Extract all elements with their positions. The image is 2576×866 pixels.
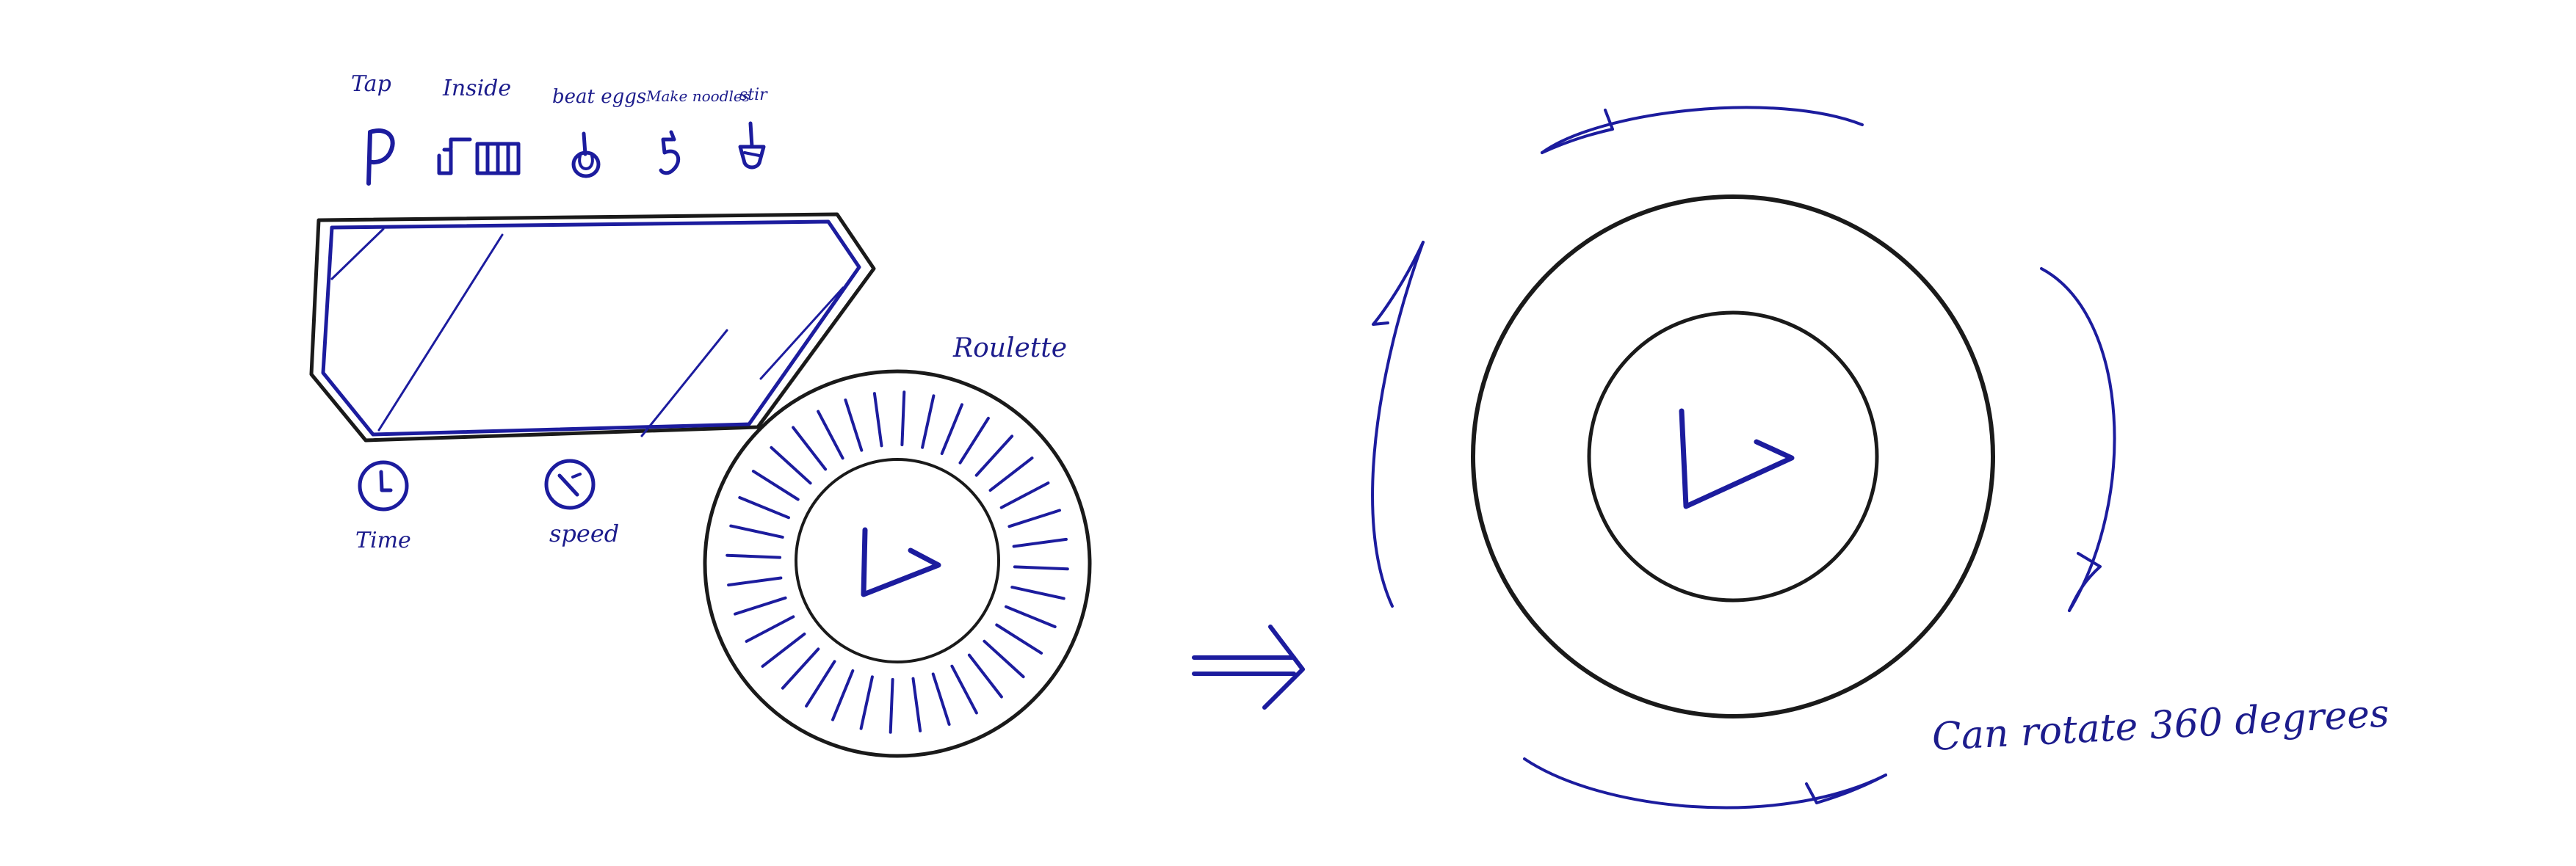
roulette-tick bbox=[889, 677, 894, 734]
roulette-tick bbox=[983, 639, 1025, 679]
roulette-tick bbox=[950, 664, 978, 715]
arrow-right-icon bbox=[1192, 625, 1305, 710]
roulette-tick bbox=[958, 416, 990, 465]
roulette-tick bbox=[770, 445, 812, 485]
roulette-tick bbox=[831, 669, 855, 721]
roulette-outer-ring bbox=[703, 369, 1092, 758]
mode-label-inside: Inside bbox=[442, 76, 511, 101]
mode-label-beat-eggs: beat eggs bbox=[552, 86, 646, 108]
time-label: Time bbox=[355, 528, 411, 553]
screen-glare bbox=[330, 228, 844, 437]
roulette-tick bbox=[988, 456, 1034, 492]
mode-label-tap: Tap bbox=[351, 71, 391, 97]
roulette-tick bbox=[727, 576, 783, 587]
roulette-tick bbox=[872, 392, 883, 448]
roulette-tick bbox=[729, 524, 784, 539]
roulette-tick bbox=[817, 410, 844, 460]
mode-icons[interactable] bbox=[366, 121, 766, 186]
roulette-tick bbox=[1012, 537, 1068, 548]
clock-icon[interactable] bbox=[358, 460, 409, 512]
roulette-tick bbox=[1007, 509, 1061, 528]
roulette-tick bbox=[900, 390, 906, 447]
roulette-tick bbox=[805, 660, 836, 708]
rotation-caption: Can rotate 360 degrees bbox=[1931, 691, 2391, 760]
roulette-dial[interactable]: Roulette bbox=[703, 333, 1092, 758]
roulette-tick bbox=[911, 677, 922, 732]
time-control[interactable]: Time bbox=[355, 460, 411, 553]
roulette-tick bbox=[745, 615, 795, 643]
roulette-tick bbox=[967, 653, 1003, 699]
stir-icon[interactable] bbox=[738, 121, 766, 170]
roulette-tick bbox=[761, 632, 806, 668]
roulette-label: Roulette bbox=[952, 333, 1067, 363]
beat-eggs-icon[interactable] bbox=[571, 131, 601, 178]
dial-outer-ring bbox=[1471, 194, 1995, 718]
roulette-inner-ring bbox=[795, 458, 1000, 663]
roulette-tick bbox=[995, 623, 1043, 655]
roulette-tick bbox=[999, 481, 1050, 509]
tap-icon[interactable] bbox=[366, 128, 395, 186]
roulette-tick bbox=[734, 596, 787, 616]
roulette-tick bbox=[1013, 565, 1069, 571]
roulette-tick bbox=[781, 647, 820, 690]
roulette-ticks bbox=[726, 390, 1069, 734]
roulette-tick bbox=[726, 553, 782, 559]
speed-gauge-icon[interactable] bbox=[544, 459, 596, 510]
roulette-tick bbox=[844, 399, 864, 452]
rotation-arrows-icon bbox=[1371, 106, 2116, 809]
roulette-tick bbox=[1005, 605, 1057, 628]
rotating-dial[interactable]: Can rotate 360 degrees bbox=[1371, 106, 2391, 809]
make-noodles-icon[interactable] bbox=[659, 130, 681, 175]
roulette-tick bbox=[859, 675, 874, 730]
roulette-tick bbox=[921, 394, 936, 449]
inside-icon[interactable] bbox=[437, 137, 521, 175]
speed-label: speed bbox=[549, 520, 619, 547]
display-panel bbox=[309, 212, 876, 443]
mode-label-stir: stir bbox=[739, 86, 768, 104]
mode-labels: Tap Inside beat eggs Make noodles stir bbox=[351, 71, 768, 108]
roulette-tick bbox=[792, 426, 828, 471]
speed-control[interactable]: speed bbox=[544, 459, 619, 547]
roulette-tick bbox=[931, 672, 951, 726]
roulette-tick bbox=[974, 434, 1014, 477]
roulette-tick bbox=[751, 470, 800, 501]
roulette-tick bbox=[940, 403, 963, 455]
mode-label-make-noodles: Make noodles bbox=[645, 87, 750, 105]
play-icon[interactable] bbox=[861, 527, 941, 597]
dial-inner-ring bbox=[1587, 310, 1879, 603]
play-icon-large[interactable] bbox=[1679, 408, 1795, 509]
roulette-tick bbox=[738, 496, 790, 520]
roulette-tick bbox=[1010, 586, 1066, 600]
